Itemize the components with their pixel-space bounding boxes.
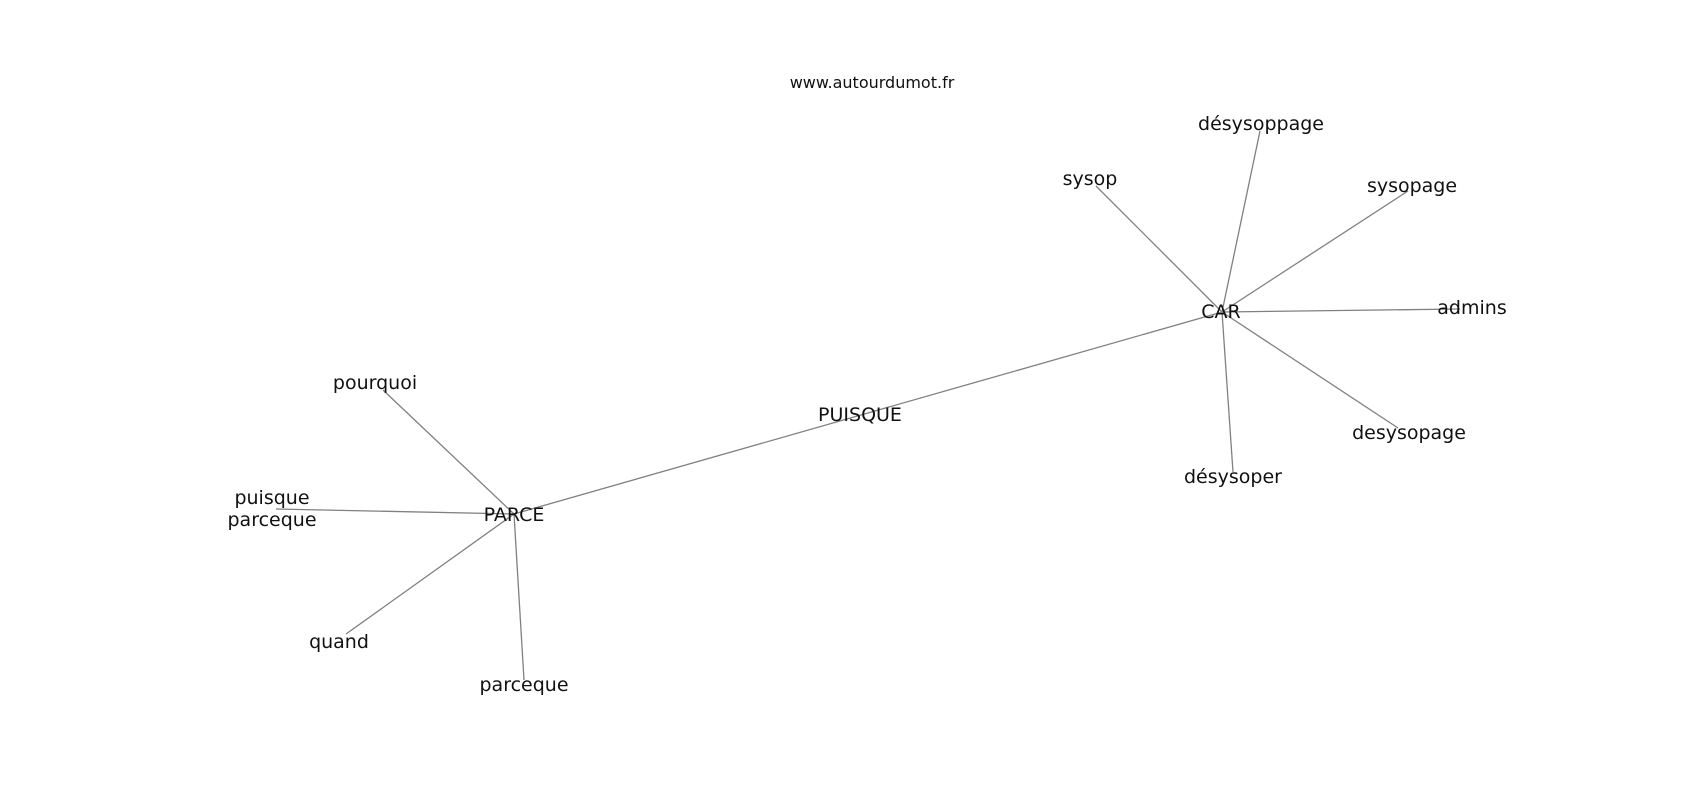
edge-car-desysoper (1221, 311, 1234, 473)
node-desysopage: desysopage (1352, 422, 1466, 444)
node-sysop: sysop (1063, 168, 1118, 190)
node-pourquoi: pourquoi (333, 372, 417, 394)
edge-parce-pourquoi (382, 389, 515, 515)
node-car: CAR (1201, 301, 1240, 323)
node-admins: admins (1437, 297, 1506, 319)
site-watermark: www.autourdumot.fr (790, 73, 955, 92)
node-desysoppage: désysoppage (1198, 113, 1324, 135)
edge-car-desysoppage (1221, 130, 1261, 313)
node-sysopage: sysopage (1367, 175, 1457, 197)
node-desysoper: désysoper (1184, 466, 1282, 488)
edge-parce-car (513, 311, 1223, 515)
node-parceque: parceque (479, 674, 568, 696)
node-parce: PARCE (484, 504, 545, 526)
edge-car-desysopage (1221, 311, 1399, 429)
edge-car-admins (1221, 308, 1461, 313)
edge-parce-puisque_parceque (275, 508, 515, 515)
edge-parce-parceque (513, 513, 525, 681)
node-puisque-center: PUISQUE (818, 404, 902, 426)
edge-car-sysopage (1221, 190, 1409, 313)
graph-edges (275, 130, 1461, 681)
node-quand: quand (309, 631, 369, 653)
edge-parce-quand (345, 513, 515, 635)
edge-car-sysop (1095, 185, 1223, 313)
